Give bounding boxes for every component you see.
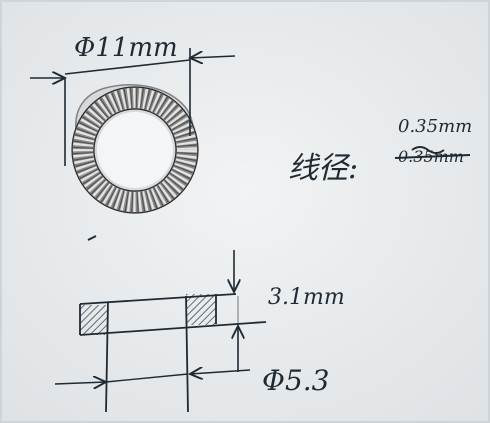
height-label: 3.1mm	[268, 285, 345, 310]
spring-ring-photo	[71, 84, 199, 214]
wire-diameter-note: 线径: 0.35mm 0.35mm	[288, 116, 472, 186]
left-section-hatch	[80, 305, 108, 335]
inner-diameter-dimension: Φ5.3	[54, 364, 329, 397]
wire-diameter-caption: 线径:	[288, 151, 358, 186]
wire-diameter-value: 0.35mm	[398, 116, 472, 137]
right-section-hatch	[186, 294, 216, 325]
scribble-mark	[411, 146, 445, 154]
stray-pen-mark	[87, 235, 97, 241]
inner-diameter-label: Φ5.3	[262, 364, 329, 397]
strike-through	[394, 154, 471, 159]
outer-diameter-dimension: Φ11mm	[30, 33, 236, 166]
outer-diameter-label: Φ11mm	[74, 33, 178, 63]
height-dimension: 3.1mm	[234, 250, 345, 372]
cross-section-drawing	[79, 293, 267, 413]
